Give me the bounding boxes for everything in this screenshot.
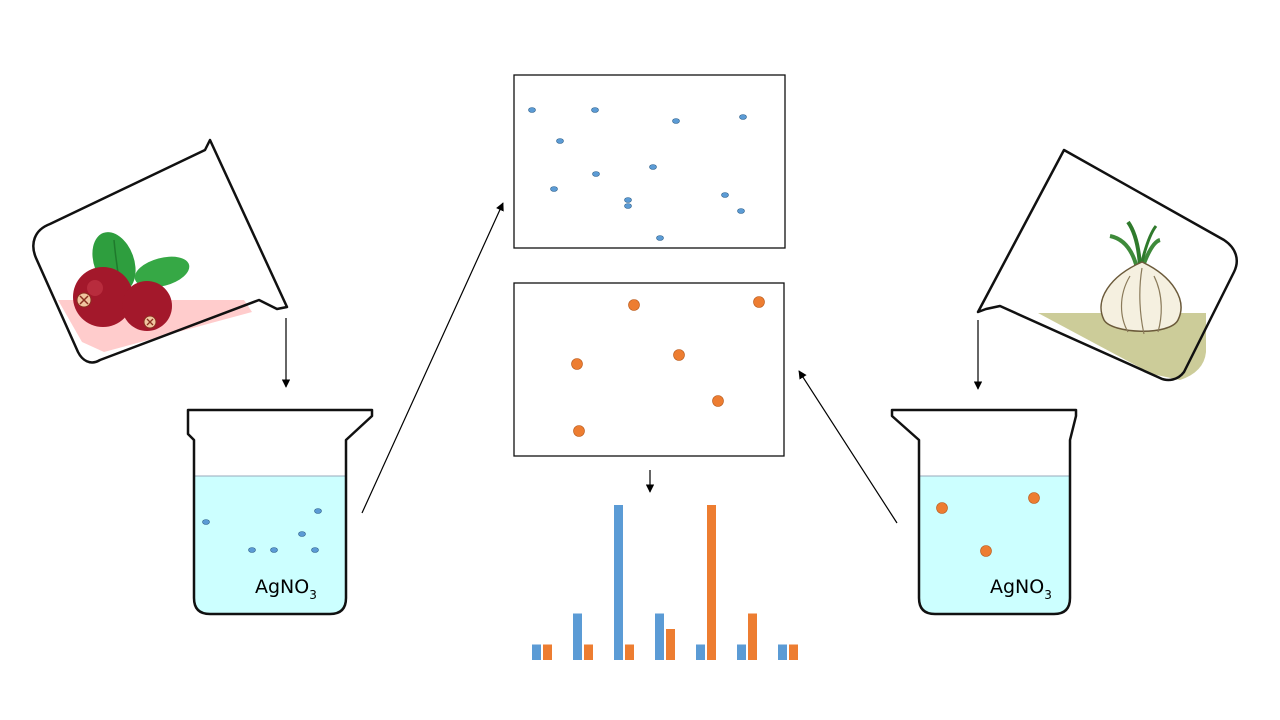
right-beaker-to-panel-arrow	[798, 370, 898, 524]
bar-series-2-group-5	[707, 505, 716, 660]
bar-series-1-group-6	[737, 644, 746, 660]
cranberry-pouring-beaker	[32, 138, 289, 364]
size-distribution-chart	[532, 505, 798, 660]
bar-series-1-group-1	[532, 644, 541, 660]
bar-series-2-group-2	[584, 644, 593, 660]
bar-series-2-group-6	[748, 613, 757, 660]
left-beaker-particles	[202, 508, 322, 553]
right-reaction-beaker: AgNO3	[890, 408, 1078, 616]
left-reaction-beaker: AgNO3	[186, 408, 374, 616]
bar-series-1-group-5	[696, 644, 705, 660]
right-beaker-particles	[936, 492, 1040, 557]
bar-series-1-group-4	[655, 613, 664, 660]
blue-particle-panel	[513, 74, 786, 249]
cranberry-icon	[73, 232, 190, 331]
bar-series-1-group-2	[573, 613, 582, 660]
bar-series-2-group-3	[625, 644, 634, 660]
bar-series-2-group-7	[789, 644, 798, 660]
bar-series-1-group-3	[614, 505, 623, 660]
bar-series-2-group-4	[666, 629, 675, 660]
garlic-pouring-beaker	[976, 148, 1238, 382]
right-beaker-label: AgNO3	[990, 576, 1052, 602]
bar-series-1-group-7	[778, 644, 787, 660]
left-beaker-to-panel-arrow	[361, 202, 504, 514]
orange-particle-panel	[513, 282, 785, 457]
garlic-icon	[1100, 220, 1182, 335]
left-beaker-label: AgNO3	[255, 576, 317, 602]
bar-series-2-group-1	[543, 644, 552, 660]
